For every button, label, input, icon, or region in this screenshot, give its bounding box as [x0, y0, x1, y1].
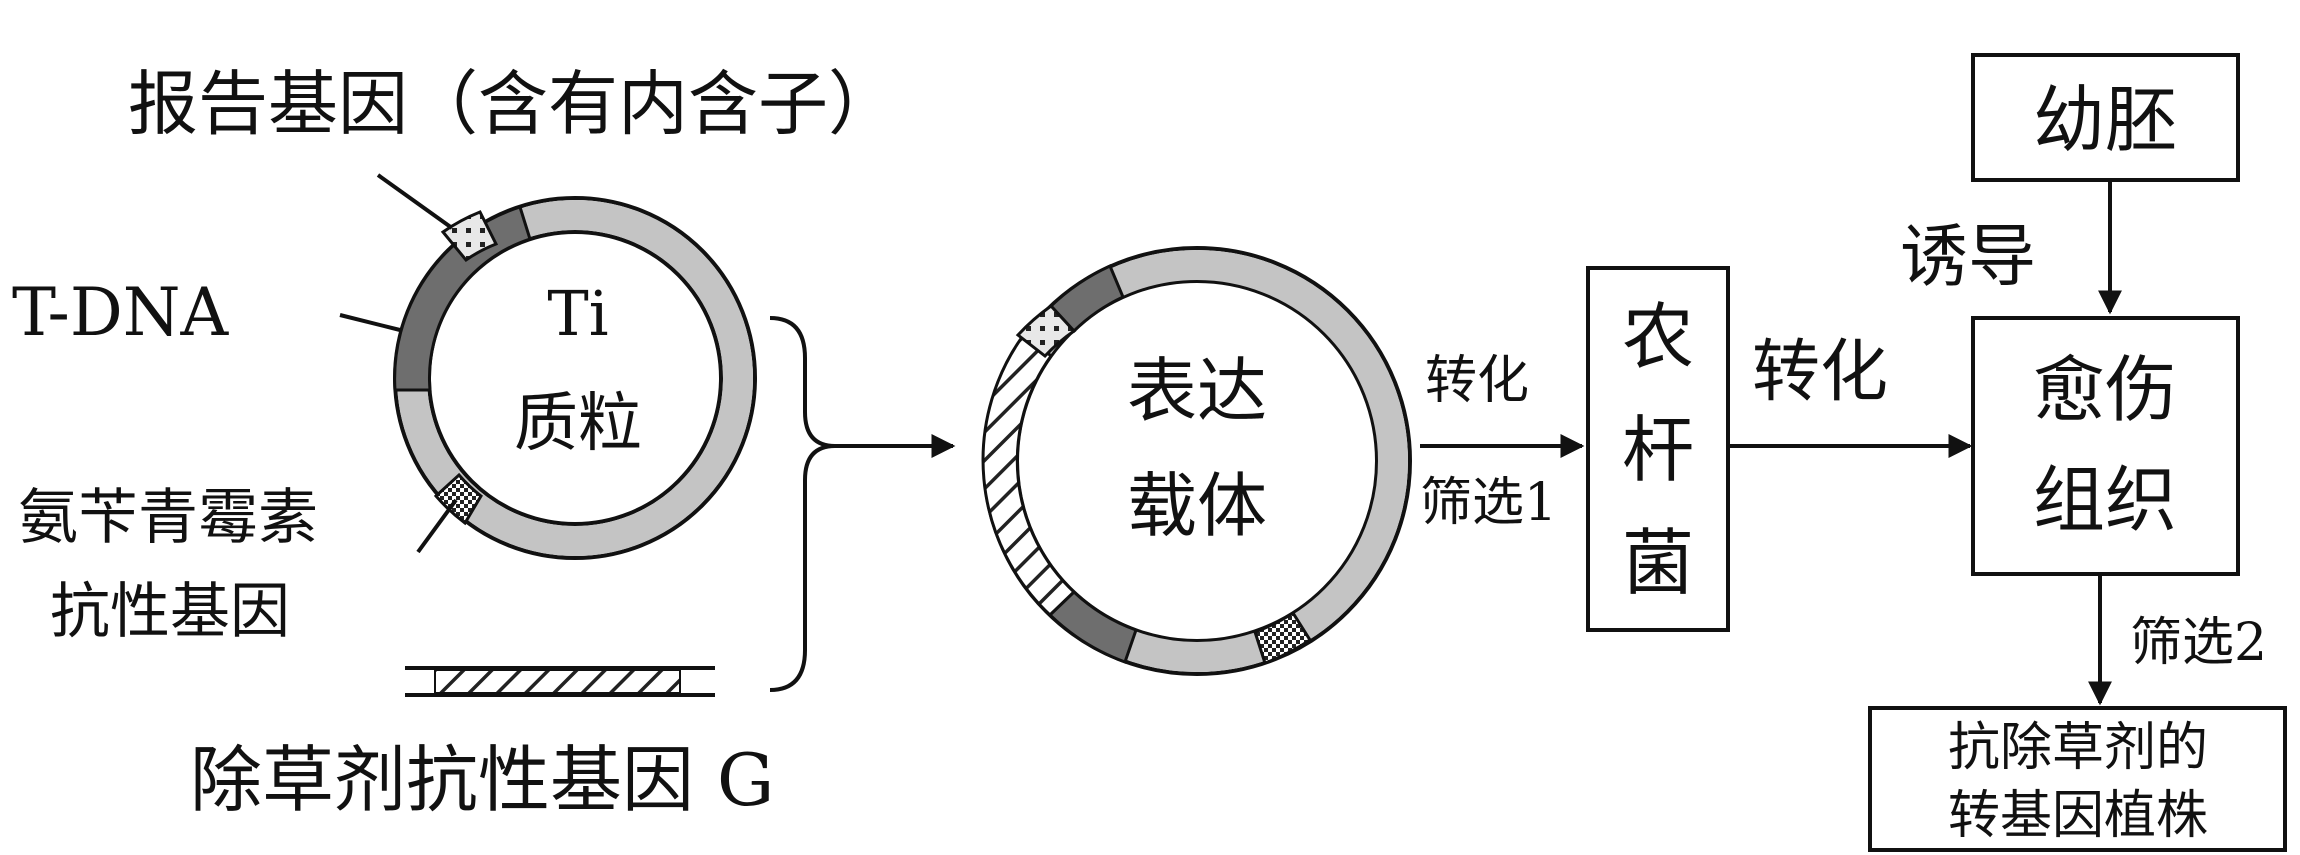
ampicillin-pointer	[416, 498, 458, 554]
herbicide-gene-label: 除草剂抗性基因 G	[190, 738, 774, 822]
agrobacterium-box	[1586, 266, 1730, 632]
callus-box	[1971, 316, 2240, 576]
combine-brace	[769, 316, 836, 692]
agrobacterium-char-2: 杆	[1622, 408, 1694, 492]
result-box	[1868, 706, 2287, 852]
ti-label-line1: Ti	[547, 277, 608, 350]
transform-label-big: 转化	[1752, 333, 1888, 412]
result-label-line2: 转基因植株	[1948, 786, 2208, 846]
callus-label-line1: 愈伤	[2033, 348, 2177, 432]
vector-dark-segment-top	[1048, 263, 1125, 334]
vector-label-line1: 表达	[1127, 350, 1267, 432]
vector-dark-segment-bottom	[1047, 589, 1138, 664]
t-dna-pointer	[339, 313, 401, 332]
screen1-label: 筛选1	[1420, 473, 1557, 533]
ampicillin-gene-segment	[433, 472, 483, 526]
ti-plasmid: Ti 质粒	[393, 196, 757, 560]
reporter-gene-segment	[440, 210, 499, 263]
expression-vector: 表达 载体	[981, 246, 1412, 676]
embryo-box	[1971, 53, 2240, 182]
embryo-label: 幼胚	[2033, 78, 2177, 162]
herbicide-gene-fragment	[405, 666, 715, 697]
ampicillin-label-line2: 抗性基因	[50, 577, 290, 647]
result-label-line1: 抗除草剂的	[1948, 718, 2208, 778]
induce-label: 诱导	[1900, 218, 2036, 297]
screen2-label: 筛选2	[2130, 613, 2267, 673]
agrobacterium-char-1: 农	[1622, 295, 1694, 379]
ti-label-line2: 质粒	[514, 387, 642, 461]
callus-label-line2: 组织	[2033, 458, 2177, 542]
vector-ampicillin-segment	[1253, 610, 1313, 665]
reporter-gene-label: 报告基因（含有内含子）	[128, 63, 898, 145]
transform-label-small: 转化	[1425, 351, 1529, 411]
ampicillin-label-line1: 氨苄青霉素	[18, 483, 318, 553]
t-dna-label: T-DNA	[12, 274, 229, 351]
vector-label-line2: 载体	[1127, 465, 1267, 547]
reporter-gene-pointer	[376, 173, 454, 230]
t-dna-segment	[393, 205, 532, 392]
vector-reporter-segment	[1015, 304, 1077, 359]
agrobacterium-char-3: 菌	[1622, 521, 1694, 605]
